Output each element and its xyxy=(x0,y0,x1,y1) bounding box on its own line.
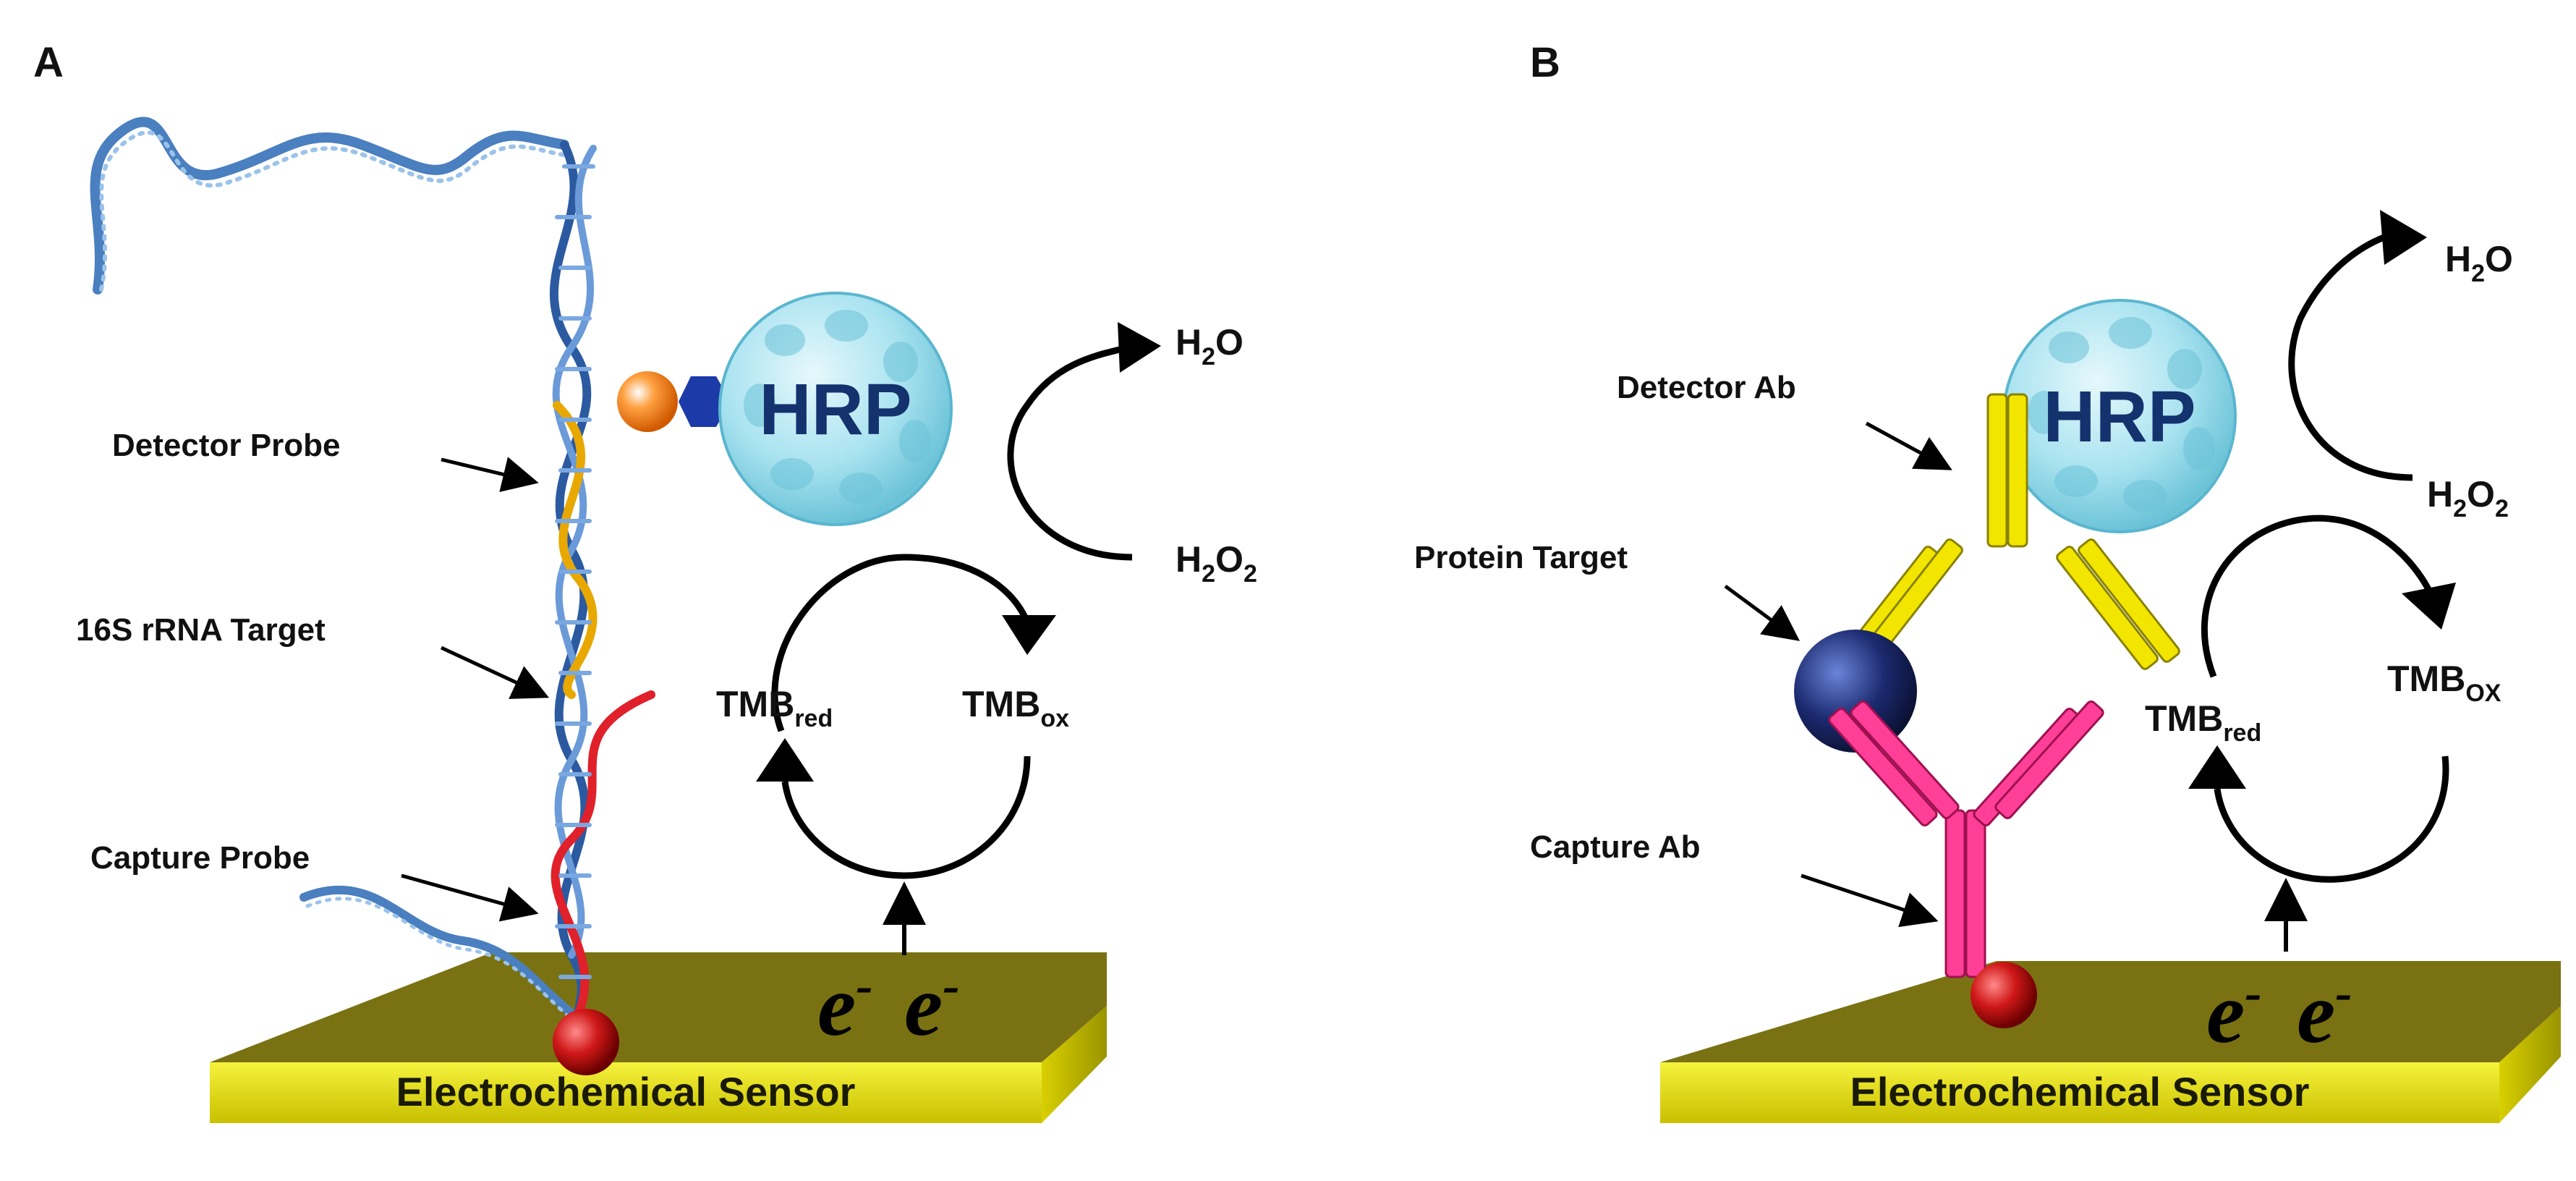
base-pair-rungs xyxy=(555,164,595,979)
detector-probe-arrow xyxy=(441,457,539,492)
tmb-reduction-arrowhead-a xyxy=(756,738,814,782)
anchor-bead-b xyxy=(1971,962,2037,1028)
panel-a-label: A xyxy=(33,39,64,86)
rrna-overhang-strand xyxy=(90,117,569,295)
peroxide-reduction-arc-b xyxy=(2288,228,2413,481)
sensor-top-surface xyxy=(1660,961,2561,1062)
water-b: H2O xyxy=(2445,239,2513,287)
tmb-reduction-arrowhead-b xyxy=(2188,745,2246,789)
sensor-front xyxy=(1660,1062,2499,1123)
anchor-bead-a xyxy=(553,1009,619,1075)
tmb-reduction-arc-b xyxy=(2214,755,2449,883)
sensor-side xyxy=(1042,1006,1107,1123)
tmb-oxidation-arc-b xyxy=(2201,515,2434,678)
electrochemical-sensor-a: Electrochemical Sensor xyxy=(210,952,1107,1123)
tmb-oxidation-arc-a xyxy=(771,554,1031,732)
complementary-backbone xyxy=(552,145,597,959)
sensor-front xyxy=(210,1062,1042,1123)
target-strand-backbone xyxy=(549,140,592,1032)
biotin-label xyxy=(617,371,678,432)
rrna-tail-rungs xyxy=(305,897,577,1024)
capture-probe-strand xyxy=(551,690,655,1017)
panel-b-label: B xyxy=(1530,39,1560,86)
peroxide-reduction-arc-a xyxy=(1007,344,1133,561)
protein-target-arrow xyxy=(1724,584,1801,641)
electron-2-b: e- xyxy=(2297,965,2352,1061)
peroxide-b: H2O2 xyxy=(2427,474,2509,522)
electron-1-a: e- xyxy=(817,957,873,1054)
peroxide-arrowhead-b xyxy=(2380,210,2427,265)
streptavidin-linker xyxy=(679,376,731,427)
sensor-side xyxy=(2499,1006,2561,1123)
sensor-label-a: Electrochemical Sensor xyxy=(396,1069,856,1114)
callout-detector-probe: Detector Probe xyxy=(112,428,340,463)
tmb-red-b: TMBred xyxy=(2145,698,2261,747)
electrochemical-sensor-b: Electrochemical Sensor xyxy=(1660,961,2561,1123)
callout-protein-target: Protein Target xyxy=(1414,540,1628,575)
peroxide-arrowhead-a xyxy=(1118,322,1161,373)
hrp-label-b: HRP xyxy=(2043,376,2195,457)
detector-antibody xyxy=(1839,393,2180,670)
tmb-ox-a: TMBox xyxy=(962,684,1069,732)
callout-detector-ab: Detector Ab xyxy=(1617,370,1796,405)
sensor-top-surface xyxy=(210,952,1107,1062)
protein-target-sphere xyxy=(1794,630,1917,753)
callout-capture-ab: Capture Ab xyxy=(1530,829,1701,865)
panel-b: B Electrochemical Sensor HRP xyxy=(1414,39,2561,1123)
tmb-oxidation-arrowhead-b xyxy=(2402,583,2456,630)
detector-ab-arrow xyxy=(1865,421,1952,470)
tmb-reduction-arc-a xyxy=(781,755,1031,879)
rrna-overhang-rungs xyxy=(99,130,570,292)
electron-2-a: e- xyxy=(904,957,960,1054)
panel-a: A Electrochemical Sensor xyxy=(33,39,1257,1123)
sensor-label-b: Electrochemical Sensor xyxy=(1850,1069,2310,1114)
tmb-ox-b: TMBOX xyxy=(2387,659,2501,707)
hrp-label-a: HRP xyxy=(759,369,911,450)
hrp-enzyme-b: HRP xyxy=(2002,299,2237,533)
rrna-tail-strand xyxy=(299,885,576,1017)
tmb-red-a: TMBred xyxy=(716,684,833,732)
callout-capture-probe: Capture Probe xyxy=(90,840,310,876)
capture-antibody xyxy=(1828,700,2104,978)
hrp-enzyme-a: HRP xyxy=(718,292,953,526)
capture-probe-arrow xyxy=(401,873,539,922)
capture-ab-arrow xyxy=(1801,873,1939,928)
callout-rrna-target: 16S rRNA Target xyxy=(76,612,326,648)
electron-1-b: e- xyxy=(2206,965,2262,1061)
tmb-oxidation-arrowhead-a xyxy=(1002,615,1056,655)
rrna-target-arrow xyxy=(440,645,550,699)
peroxide-a: H2O2 xyxy=(1176,539,1257,588)
water-a: H2O xyxy=(1176,322,1244,371)
dna-assembly xyxy=(90,117,655,1032)
